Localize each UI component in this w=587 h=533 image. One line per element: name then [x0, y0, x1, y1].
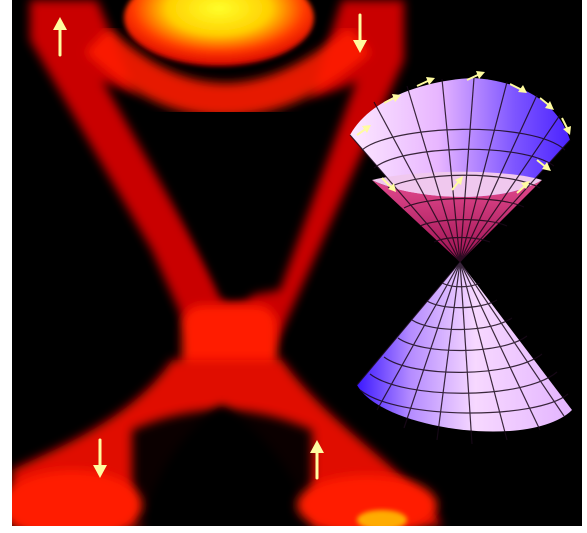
spin-arrow-icon [356, 71, 571, 194]
dirac-cone [349, 71, 572, 445]
lower-cone [356, 261, 572, 445]
spin-arrows [53, 13, 367, 480]
arpes-bands [12, 0, 442, 526]
down-arrow-icon [353, 13, 367, 53]
upper-cone [349, 71, 571, 263]
up-arrow-icon [53, 17, 67, 57]
arpes-panel [12, 0, 582, 526]
down-arrow-icon [93, 438, 107, 478]
arpes-image [12, 0, 572, 526]
up-arrow-icon [310, 440, 324, 480]
